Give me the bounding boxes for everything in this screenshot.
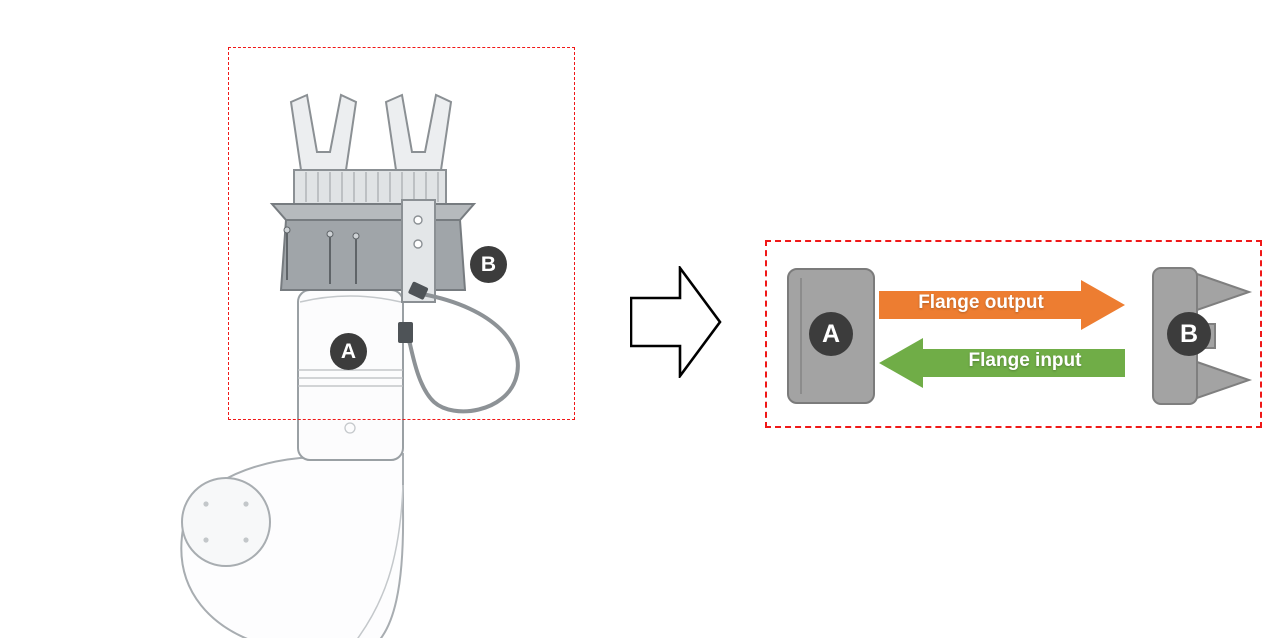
flange-output-arrow-shape	[879, 280, 1125, 330]
robot-arm-illustration	[180, 93, 520, 638]
schematic-a-badge: A	[809, 312, 853, 356]
flange-cable	[398, 281, 520, 414]
robot-lower-arm	[180, 452, 405, 638]
connector-b	[408, 281, 429, 300]
flange-input-arrow	[879, 338, 1125, 388]
transition-arrow-icon	[630, 266, 722, 378]
transition-arrow-shape	[630, 266, 722, 378]
connector-a	[398, 322, 413, 343]
flange-schematic-box: Flange output Flange input A B	[765, 240, 1262, 428]
connector-a-badge: A	[330, 333, 367, 370]
robot-wrist	[297, 289, 404, 461]
schematic-b-badge: B	[1167, 312, 1211, 356]
gripper-highlight-box	[228, 47, 575, 420]
connector-b-badge: B	[470, 246, 507, 283]
flange-output-arrow	[879, 280, 1125, 330]
flange-input-arrow-shape	[879, 338, 1125, 388]
